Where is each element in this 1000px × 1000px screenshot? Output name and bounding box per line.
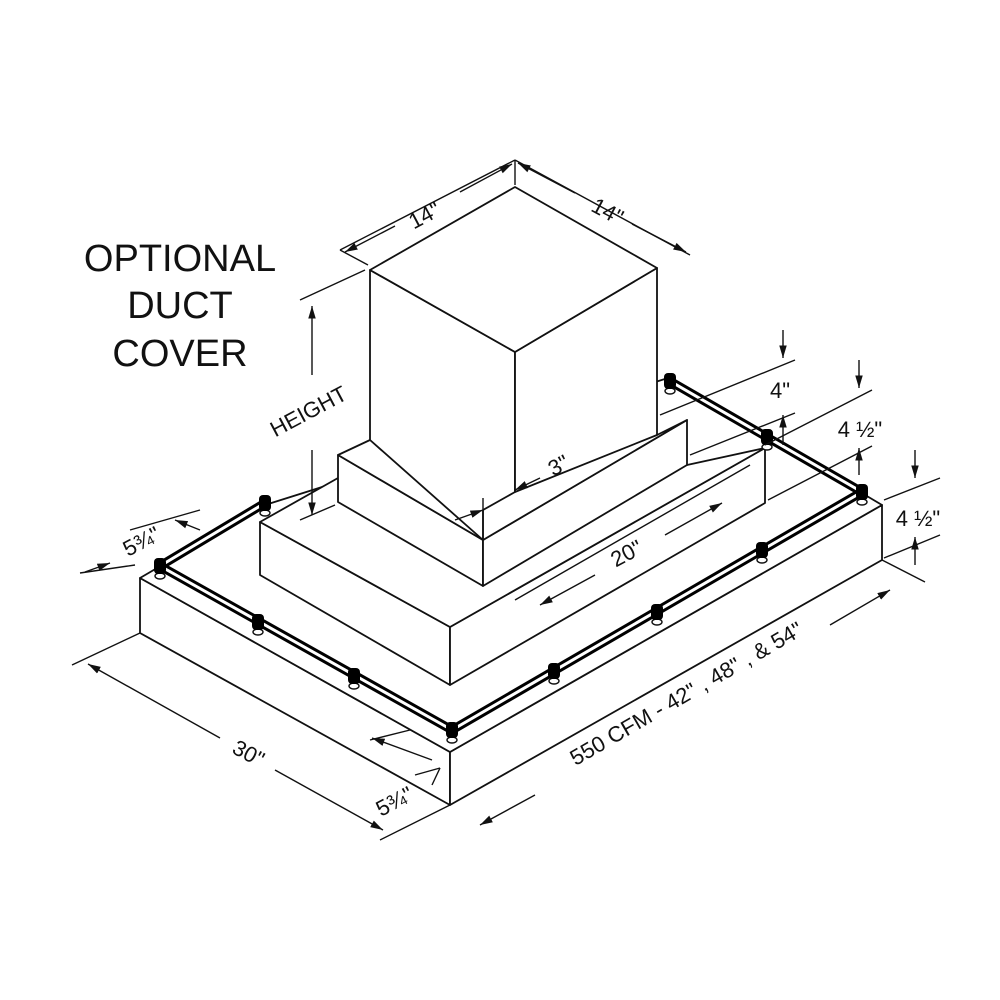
dim-middle-height: 4 ½" [838, 417, 883, 442]
title-line-2: DUCT [127, 285, 233, 327]
rail-bracket-icon [348, 668, 360, 690]
rail-bracket-icon [154, 558, 166, 580]
rail-bracket-icon [259, 495, 271, 517]
rail-bracket-icon [856, 484, 868, 506]
dim-duct-width-left: 14" [404, 197, 444, 234]
dim-duct-width-right: 14" [587, 193, 627, 230]
rail-bracket-icon [651, 604, 663, 626]
dim-depth: 30" [228, 735, 268, 772]
rail-bracket-icon [446, 722, 458, 744]
handrail [154, 373, 868, 744]
rail-bracket-icon [756, 542, 768, 564]
dim-upper-height: 4" [770, 378, 790, 403]
dim-base-height: 4 ½" [896, 506, 941, 531]
dim-rail-inset-front: 5¾" [372, 781, 418, 821]
dim-height: HEIGHT [266, 381, 351, 442]
rail-bracket-icon [252, 614, 264, 636]
rail-bracket-icon [761, 429, 773, 451]
duct-cover [369, 186, 658, 541]
dimension-lines [71, 159, 941, 841]
dim-rail-inset-back: 5¾" [119, 521, 165, 561]
title-line-3: COVER [112, 333, 247, 375]
title-line-1: OPTIONAL [84, 238, 276, 280]
rail-bracket-icon [664, 373, 676, 395]
rail-bracket-icon [548, 663, 560, 685]
